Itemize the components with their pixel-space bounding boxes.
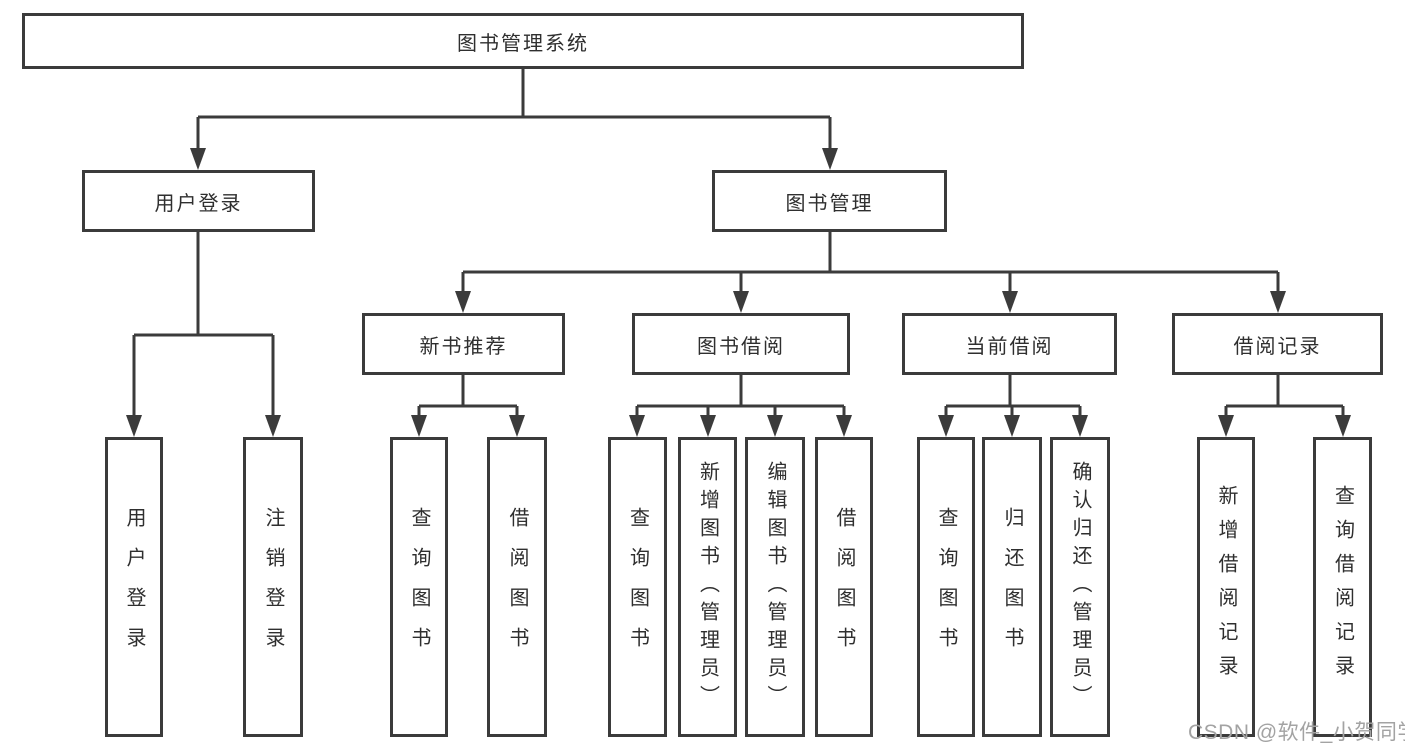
arrow-down-icon xyxy=(509,415,525,437)
connector-book-management-children xyxy=(455,232,1286,313)
csdn-watermark: CSDN @软件_小贺同学 xyxy=(1188,721,1405,744)
arrow-down-icon xyxy=(1002,291,1018,313)
leaf-query-books-2: 查询图书 xyxy=(608,437,667,737)
node-book-management: 图书管理 xyxy=(712,170,947,232)
leaf-confirm-return-admin: 确认归还（管理员） xyxy=(1050,437,1110,737)
leaf-label: 用户登录 xyxy=(123,507,145,667)
leaf-label: 确认归还（管理员） xyxy=(1069,461,1091,713)
leaf-edit-book-admin: 编辑图书（管理员） xyxy=(745,437,805,737)
leaf-label: 借阅图书 xyxy=(833,507,855,667)
node-current-borrow: 当前借阅 xyxy=(902,313,1117,375)
connector-records-children xyxy=(1218,375,1351,437)
leaf-query-books-1: 查询图书 xyxy=(390,437,448,737)
leaf-return-books: 归还图书 xyxy=(982,437,1042,737)
node-library-management-system: 图书管理系统 xyxy=(22,13,1024,69)
arrow-down-icon xyxy=(1072,415,1088,437)
node-borrow-records: 借阅记录 xyxy=(1172,313,1383,375)
arrow-down-icon xyxy=(1004,415,1020,437)
arrow-down-icon xyxy=(629,415,645,437)
arrow-down-icon xyxy=(836,415,852,437)
leaf-add-borrow-record: 新增借阅记录 xyxy=(1197,437,1255,737)
arrow-down-icon xyxy=(455,291,471,313)
connector-current-borrow-children xyxy=(938,375,1088,437)
connector-root-to-level2 xyxy=(190,69,838,170)
connector-book-borrow-children xyxy=(629,375,852,437)
arrow-down-icon xyxy=(733,291,749,313)
leaf-label: 借阅图书 xyxy=(506,507,528,667)
node-book-borrow: 图书借阅 xyxy=(632,313,850,375)
node-new-book-recommend: 新书推荐 xyxy=(362,313,565,375)
leaf-borrow-books-2: 借阅图书 xyxy=(815,437,873,737)
leaf-label: 新增图书（管理员） xyxy=(696,461,719,713)
connector-user-login-children xyxy=(126,232,281,437)
arrow-down-icon xyxy=(938,415,954,437)
arrow-down-icon xyxy=(767,415,783,437)
leaf-label: 查询借阅记录 xyxy=(1331,485,1354,689)
arrow-down-icon xyxy=(1270,291,1286,313)
leaf-logout-login: 注销登录 xyxy=(243,437,303,737)
arrow-down-icon xyxy=(1218,415,1234,437)
arrow-down-icon xyxy=(265,415,281,437)
leaf-label: 归还图书 xyxy=(1001,507,1023,667)
leaf-label: 编辑图书（管理员） xyxy=(764,461,786,713)
arrow-down-icon xyxy=(1335,415,1351,437)
leaf-label: 注销登录 xyxy=(262,507,284,667)
arrow-down-icon xyxy=(700,415,716,437)
leaf-label: 新增借阅记录 xyxy=(1215,485,1237,689)
connector-new-book-children xyxy=(411,375,525,437)
arrow-down-icon xyxy=(126,415,142,437)
arrow-down-icon xyxy=(411,415,427,437)
leaf-query-books-3: 查询图书 xyxy=(917,437,975,737)
leaf-label: 查询图书 xyxy=(935,507,957,667)
leaf-label: 查询图书 xyxy=(408,507,430,667)
arrow-down-icon xyxy=(822,148,838,170)
leaf-add-book-admin: 新增图书（管理员） xyxy=(678,437,737,737)
arrow-down-icon xyxy=(190,148,206,170)
leaf-borrow-books-1: 借阅图书 xyxy=(487,437,547,737)
node-user-login: 用户登录 xyxy=(82,170,315,232)
leaf-user-login: 用户登录 xyxy=(105,437,163,737)
leaf-query-borrow-record: 查询借阅记录 xyxy=(1313,437,1372,737)
leaf-label: 查询图书 xyxy=(626,507,649,667)
